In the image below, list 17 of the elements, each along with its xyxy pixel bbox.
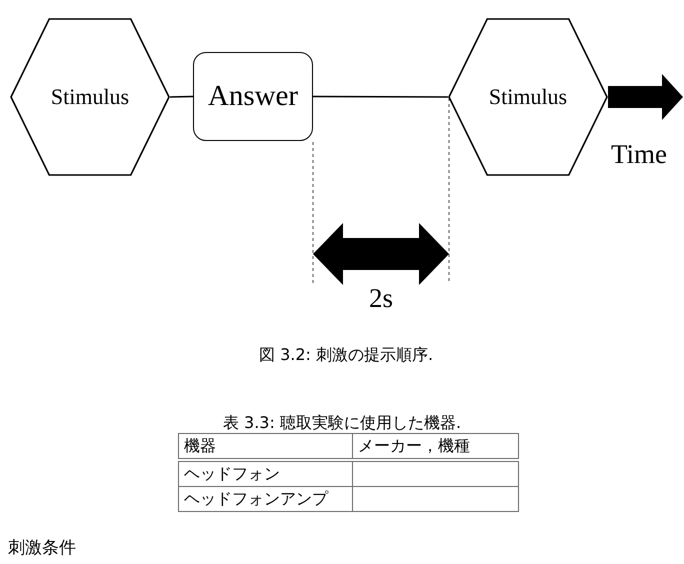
node-label: Answer: [208, 80, 298, 112]
node-label: Stimulus: [50, 84, 130, 110]
hexagon-shape: [448, 18, 608, 176]
header-cell: メーカー，機種: [352, 434, 518, 460]
connector-line: [170, 96, 194, 98]
section-heading: 刺激条件: [8, 539, 76, 559]
rounded-box: [193, 52, 313, 141]
table-caption: 表 3.3: 聴取実験に使用した機器.: [222, 414, 462, 432]
figure-caption: 図 3.2: 刺激の提示順序.: [259, 346, 434, 364]
header-cell: 機器: [178, 434, 352, 460]
table-cell: ヘッドフォン: [178, 460, 352, 486]
dimension-label: 2s: [369, 283, 393, 314]
node-label: Stimulus: [488, 84, 568, 110]
axis-label: Time: [611, 139, 668, 170]
connector-line: [313, 96, 448, 98]
hexagon-shape: [10, 18, 170, 176]
table-cell: ヘッドフォンアンプ: [178, 486, 352, 512]
